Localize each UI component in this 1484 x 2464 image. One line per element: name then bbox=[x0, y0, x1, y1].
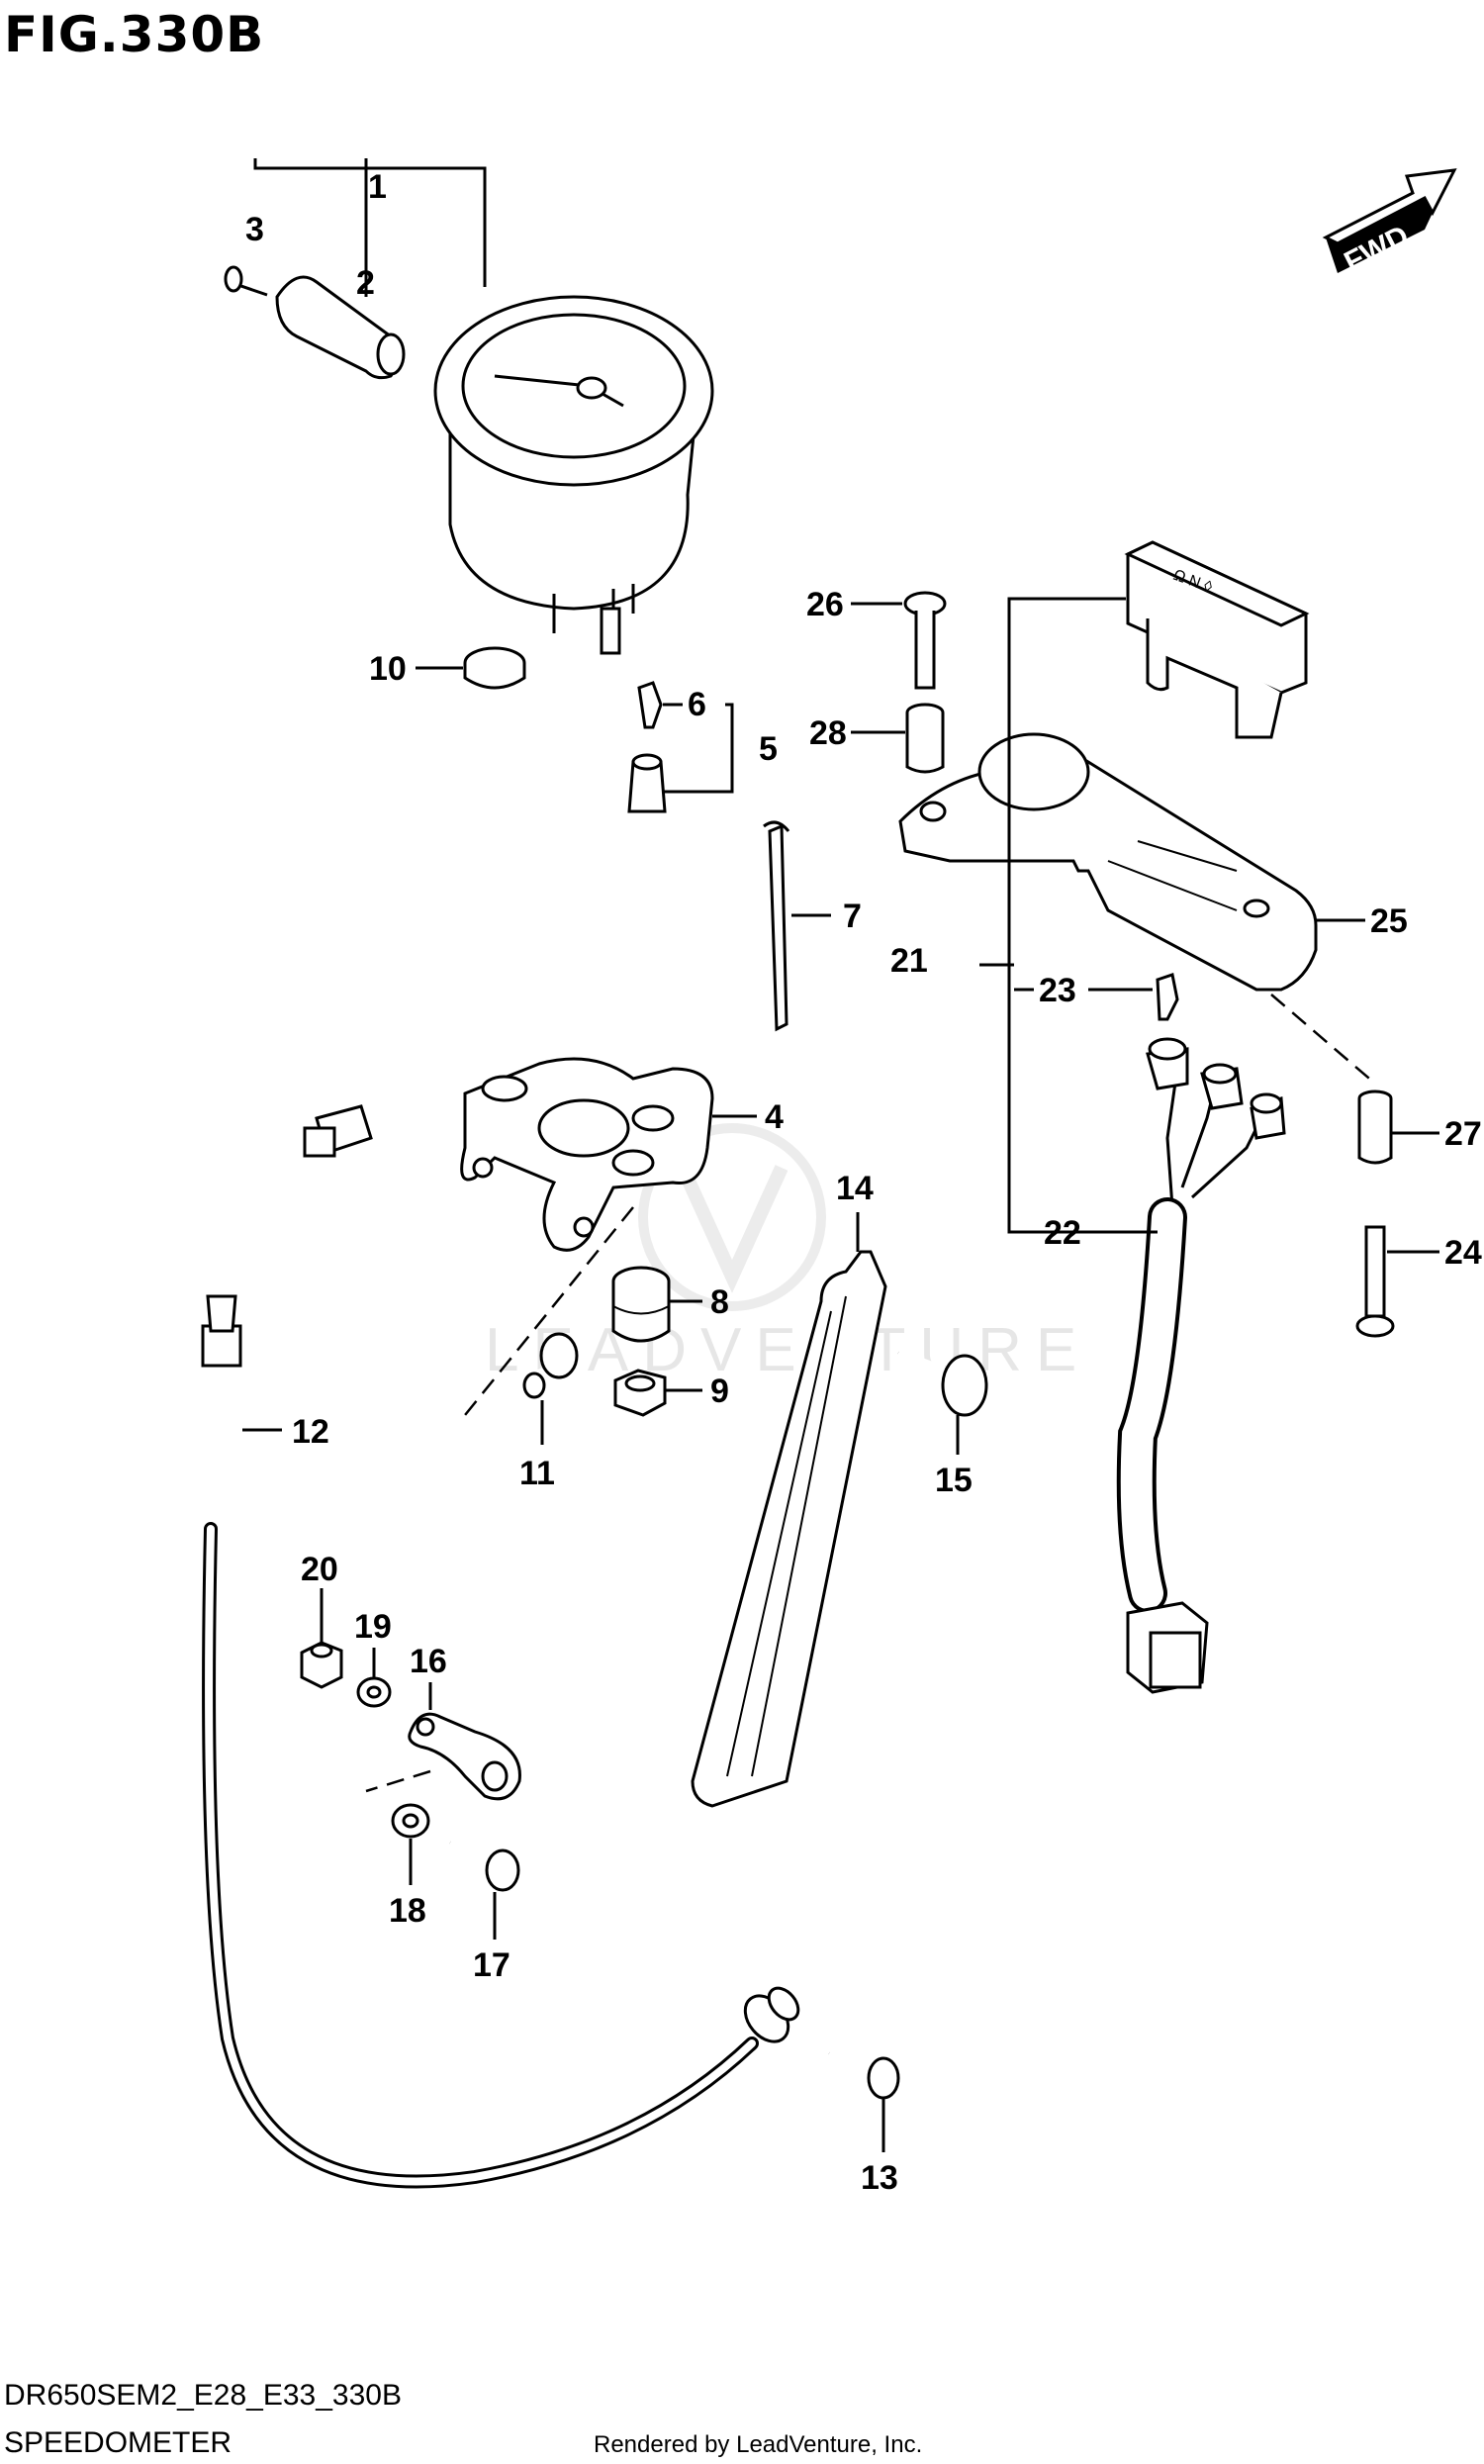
callout-5: 5 bbox=[759, 730, 778, 768]
callout-3: 3 bbox=[245, 211, 264, 248]
bulb-6 bbox=[637, 681, 663, 729]
screw-3 bbox=[224, 265, 268, 297]
callout-13: 13 bbox=[861, 2159, 898, 2197]
nut-9 bbox=[613, 1369, 667, 1417]
callout-11: 11 bbox=[519, 1455, 555, 1492]
gauge-bracket-rubber bbox=[275, 275, 406, 380]
bolt-15 bbox=[896, 1349, 988, 1417]
callout-7: 7 bbox=[843, 898, 862, 935]
callout-14: 14 bbox=[836, 1170, 874, 1207]
callout-10: 10 bbox=[369, 650, 407, 688]
speedometer-gauge bbox=[433, 295, 714, 655]
callout-labels: 1 2 3 4 5 6 7 8 9 10 11 12 13 14 15 16 1… bbox=[245, 168, 1482, 2197]
callout-26: 26 bbox=[806, 586, 844, 623]
callout-27: 27 bbox=[1444, 1115, 1482, 1153]
bolt-11 bbox=[522, 1332, 579, 1399]
callout-8: 8 bbox=[710, 1283, 729, 1321]
callout-24: 24 bbox=[1444, 1234, 1482, 1272]
bulb-23 bbox=[1156, 973, 1179, 1021]
socket-wire-5 bbox=[303, 753, 667, 1158]
meter-bracket-4 bbox=[460, 1057, 714, 1252]
nut-20 bbox=[300, 1641, 343, 1689]
callout-9: 9 bbox=[710, 1373, 729, 1410]
callout-18: 18 bbox=[389, 1892, 426, 1930]
collar-27 bbox=[1357, 1090, 1393, 1165]
callout-15: 15 bbox=[935, 1462, 973, 1499]
strap-14 bbox=[691, 1250, 887, 1808]
callout-16: 16 bbox=[410, 1643, 447, 1680]
screw-26 bbox=[903, 591, 947, 690]
footer-rendered-by: Rendered by LeadVenture, Inc. bbox=[594, 2431, 922, 2458]
footer-model-code: DR650SEM2_E28_E33_330B bbox=[4, 2379, 402, 2412]
grommet-8 bbox=[611, 1266, 671, 1343]
wiring-harness-22 bbox=[1116, 1037, 1286, 1694]
cap-10 bbox=[463, 646, 526, 690]
callout-22: 22 bbox=[1044, 1214, 1081, 1252]
indicator-lens-25: Ω N ◊ bbox=[1124, 540, 1310, 739]
callout-17: 17 bbox=[473, 1946, 510, 1984]
callout-20: 20 bbox=[301, 1551, 338, 1588]
collar-28 bbox=[905, 703, 945, 774]
footer-section-name: SPEEDOMETER bbox=[4, 2426, 232, 2459]
callout-19: 19 bbox=[354, 1608, 392, 1646]
indicator-housing-21 bbox=[898, 732, 1318, 992]
speedometer-cable-12 bbox=[201, 1294, 800, 2189]
screw-13 bbox=[827, 2049, 900, 2100]
washer-19 bbox=[356, 1676, 392, 1708]
callout-28: 28 bbox=[809, 714, 847, 752]
callout-6: 6 bbox=[688, 686, 706, 723]
callout-4: 4 bbox=[765, 1098, 784, 1136]
figure-title: FIG.330B bbox=[4, 6, 264, 63]
callout-2: 2 bbox=[356, 264, 375, 302]
clamp-16 bbox=[408, 1712, 521, 1801]
callout-12: 12 bbox=[292, 1413, 329, 1451]
callout-21: 21 bbox=[890, 942, 928, 980]
screw-17 bbox=[448, 1839, 520, 1892]
callout-23: 23 bbox=[1039, 972, 1076, 1009]
fwd-arrow-icon: FWD bbox=[1322, 168, 1457, 279]
screw-24 bbox=[1355, 1225, 1395, 1338]
washer-18 bbox=[391, 1803, 430, 1839]
callout-1: 1 bbox=[368, 168, 387, 206]
callout-25: 25 bbox=[1370, 902, 1408, 940]
cable-tie-7 bbox=[763, 820, 790, 1032]
